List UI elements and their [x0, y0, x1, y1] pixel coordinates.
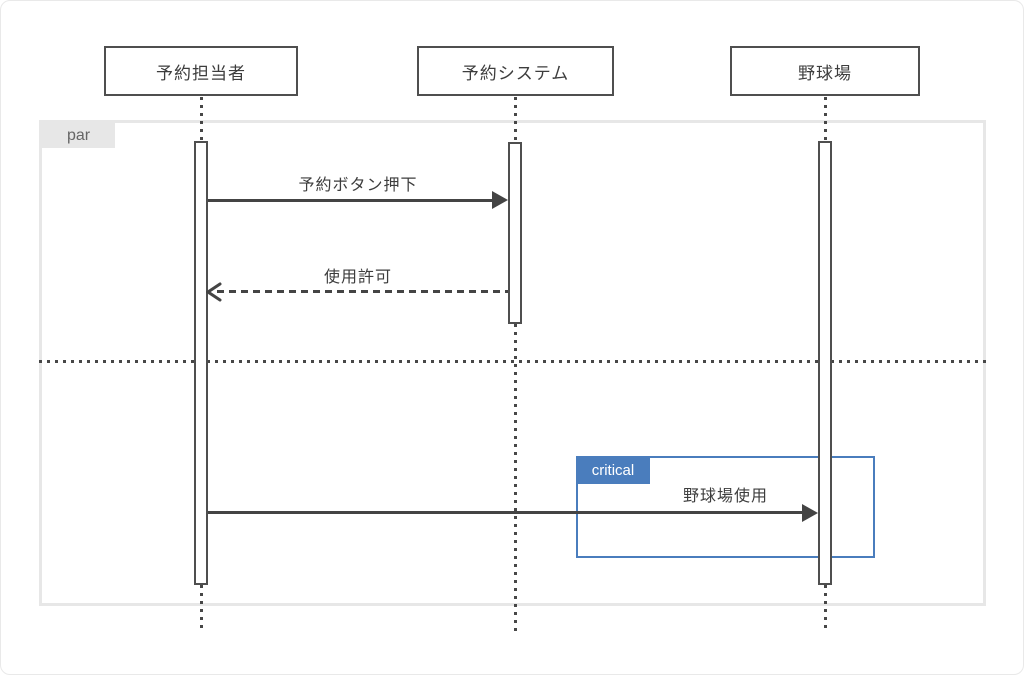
par-fragment-label: par: [42, 123, 115, 148]
lifeline-baseball-field-bottom: [824, 585, 827, 633]
lifeline-baseball-field-top: [824, 97, 827, 141]
message-line-press-reserve-button: [208, 199, 493, 202]
activation-bar-baseball-field: [818, 141, 832, 585]
participant-box-reservation-staff: 予約担当者: [104, 46, 298, 96]
message-line-usage-permission: [217, 290, 508, 293]
activation-bar-reservation-system: [508, 142, 522, 324]
activation-bar-reservation-staff: [194, 141, 208, 585]
open-arrowhead-left-icon: [205, 282, 222, 307]
message-label-use-baseball-field: 野球場使用: [682, 488, 768, 505]
lifeline-reservation-staff-top: [200, 97, 203, 141]
message-label-press-reserve-button: 予約ボタン押下: [298, 177, 418, 194]
message-line-use-baseball-field: [208, 511, 802, 514]
par-fragment-divider: [39, 360, 986, 363]
participant-box-reservation-system: 予約システム: [417, 46, 614, 96]
message-label-usage-permission: 使用許可: [323, 269, 392, 286]
par-fragment-frame: par: [39, 120, 986, 606]
solid-arrowhead-right-icon: [492, 191, 508, 209]
critical-fragment-label: critical: [576, 456, 650, 484]
lifeline-reservation-system-bottom: [514, 324, 517, 633]
solid-arrowhead-right-icon: [802, 504, 818, 522]
critical-fragment-frame: critical: [576, 456, 875, 558]
participant-box-baseball-field: 野球場: [730, 46, 920, 96]
lifeline-reservation-system-top: [514, 97, 517, 142]
lifeline-reservation-staff-bottom: [200, 585, 203, 633]
